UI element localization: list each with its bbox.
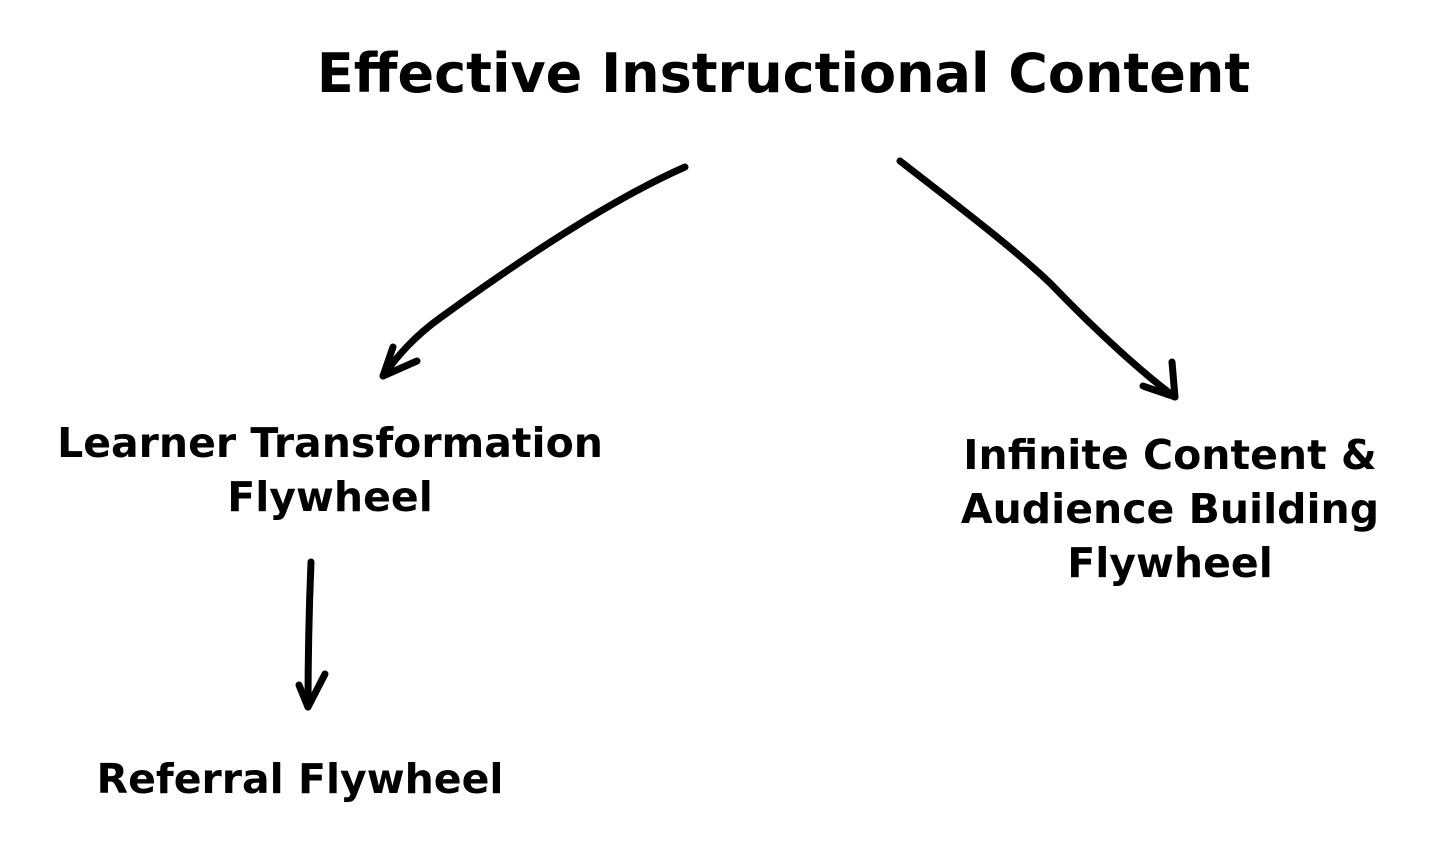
arrow-shaft xyxy=(896,157,1179,401)
node-label: Referral Flywheel xyxy=(96,755,504,803)
arrow-head xyxy=(1139,358,1179,401)
node-label-line-1: Learner Transformation xyxy=(57,419,603,467)
node-label-line-1: Infinite Content & xyxy=(963,431,1377,479)
node-learner-transformation-flywheel: Learner Transformation Flywheel xyxy=(20,416,640,524)
arrow-to-referral xyxy=(295,558,329,711)
node-label-line-3: Flywheel xyxy=(1067,539,1273,588)
arrow-to-infinite-content xyxy=(896,157,1179,401)
node-referral-flywheel: Referral Flywheel xyxy=(40,752,560,806)
arrow-to-learner-transformation xyxy=(379,163,689,380)
arrow-head xyxy=(295,670,329,711)
node-infinite-content-audience-flywheel: Infinite Content & Audience Building Fly… xyxy=(920,428,1420,590)
node-label-line-2: Flywheel xyxy=(227,473,433,522)
node-label-line-2: Audience Building xyxy=(960,485,1380,534)
node-effective-instructional-content: Effective Instructional Content xyxy=(0,42,1437,107)
node-label: Effective Instructional Content xyxy=(316,42,1251,105)
arrow-shaft xyxy=(379,163,689,380)
arrow-shaft xyxy=(304,558,315,711)
arrow-head xyxy=(379,343,421,380)
